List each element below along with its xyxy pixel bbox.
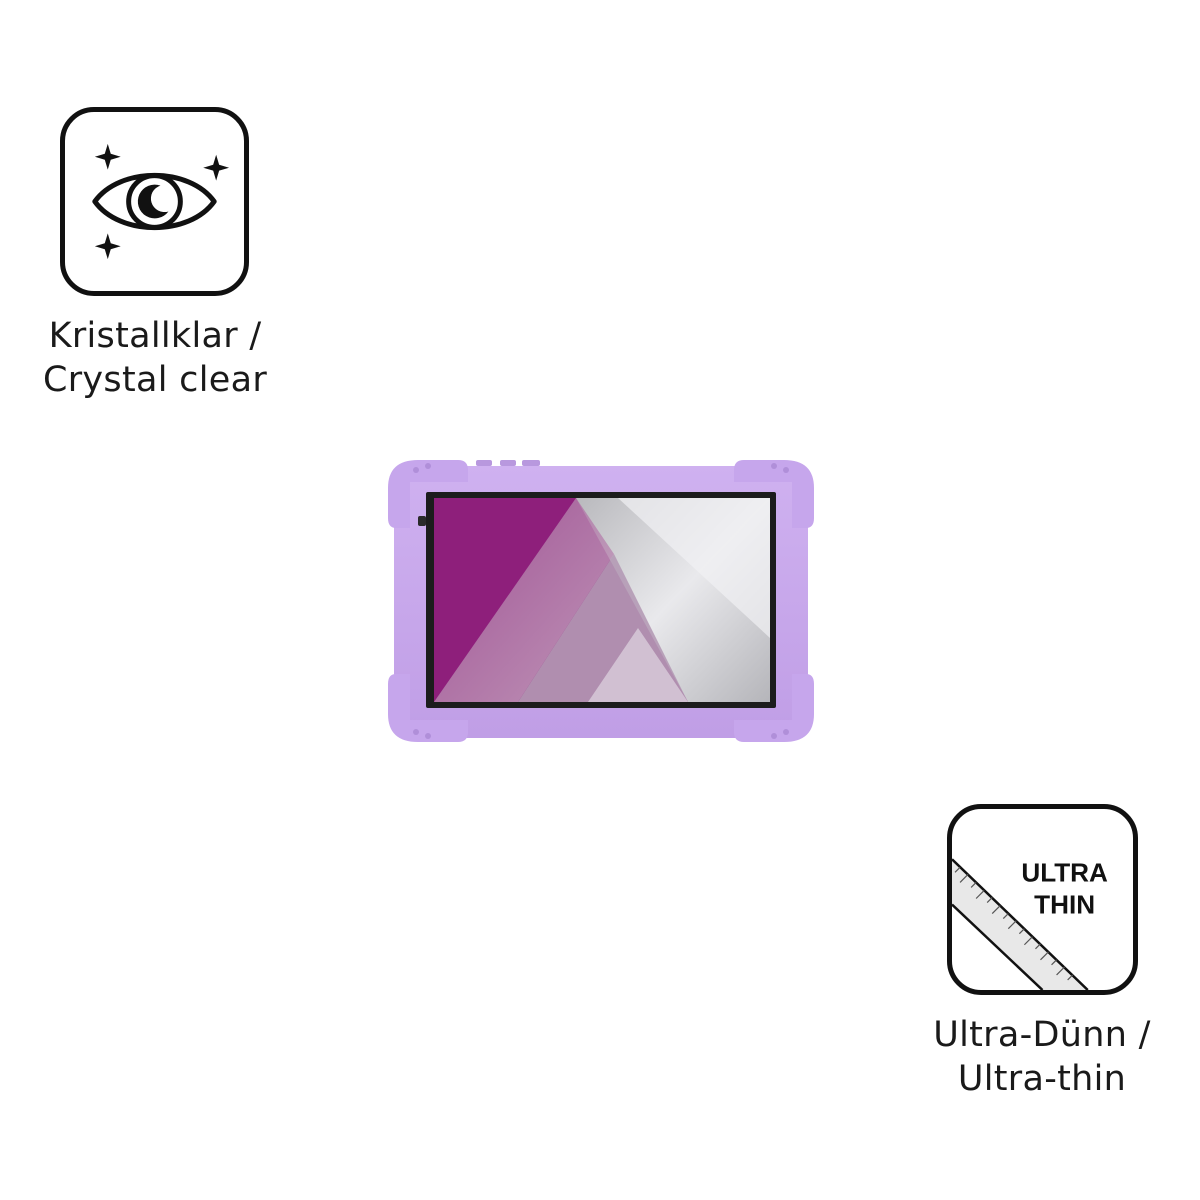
thin-label: THIN bbox=[1034, 890, 1095, 920]
kids-tablet-purple-bumper-case bbox=[388, 460, 814, 742]
ultra-thin-caption: Ultra-Dünn / Ultra-thin bbox=[912, 1013, 1172, 1101]
crystal-clear-badge bbox=[60, 107, 249, 296]
crystal-clear-caption-line2: Crystal clear bbox=[42, 360, 268, 400]
crystal-clear-caption: Kristallklar / Crystal clear bbox=[30, 314, 280, 402]
ultra-thin-caption-line1: Ultra-Dünn / bbox=[933, 1015, 1151, 1055]
ultra-thin-caption-line2: Ultra-thin bbox=[957, 1059, 1127, 1099]
ultra-label: ULTRA bbox=[1021, 857, 1108, 887]
sparkling-eye-icon bbox=[92, 143, 230, 260]
product-tablet-image bbox=[388, 458, 814, 744]
ruler-thin-glass-icon: ULTRA THIN bbox=[952, 857, 1108, 990]
ultra-thin-badge: ULTRA THIN bbox=[947, 804, 1138, 995]
crystal-clear-caption-line1: Kristallklar / bbox=[48, 316, 262, 356]
